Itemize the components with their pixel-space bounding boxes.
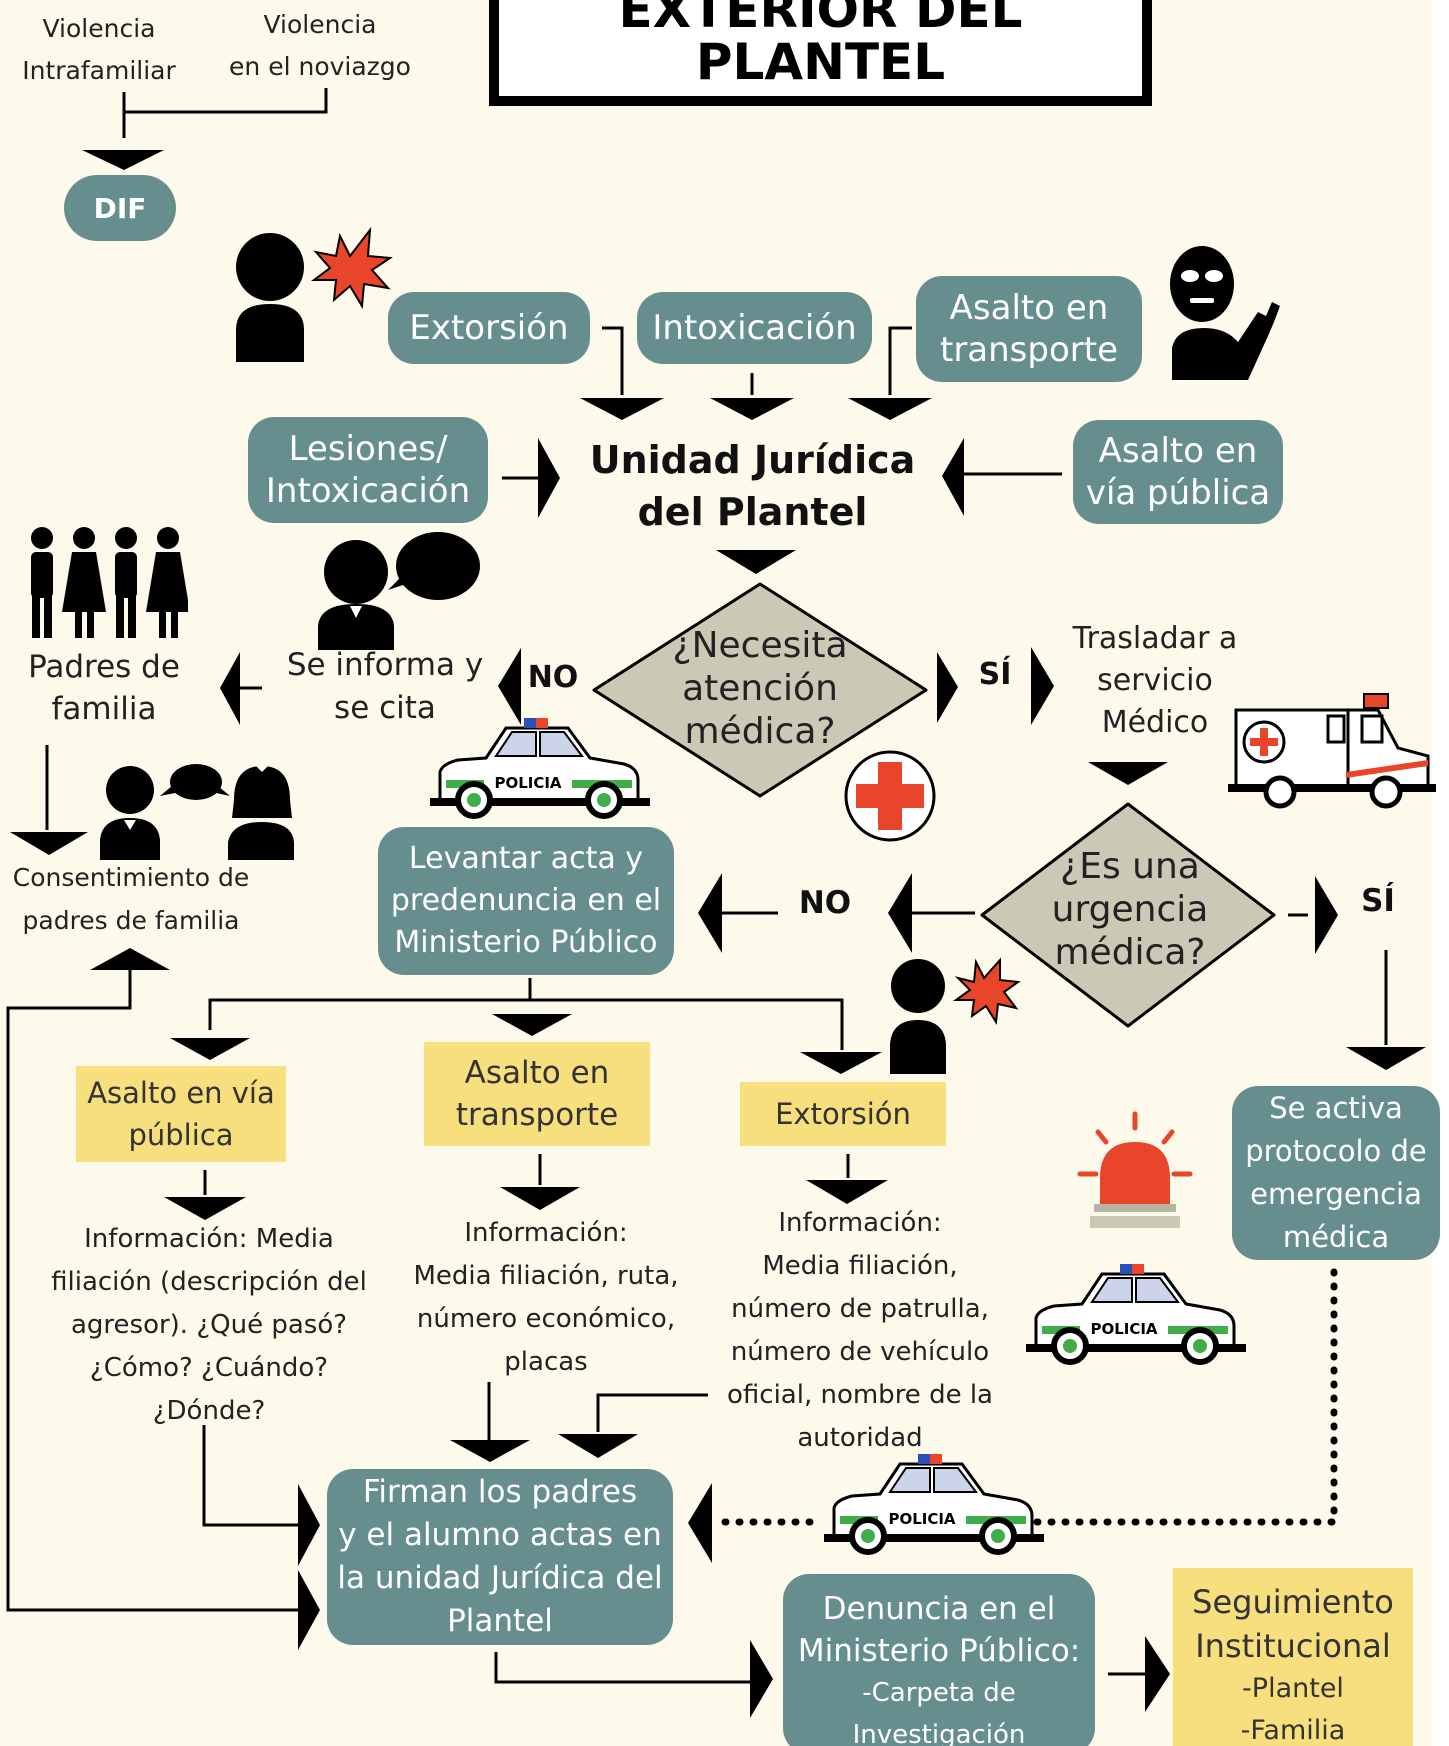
case-asalto-transporte-box: Asalto en transporte	[424, 1042, 650, 1146]
info-extorsion: Información: Media filiación, número de …	[726, 1208, 993, 1453]
speaking-person-icon	[318, 532, 480, 650]
police-label: POLICIA	[494, 774, 561, 792]
dif-box: DIF	[64, 175, 176, 241]
consentimiento-label: Consentimiento de padres de familia	[12, 863, 250, 935]
case-asalto-via-box: Asalto en vía pública	[76, 1066, 286, 1162]
siren-icon	[1077, 1111, 1193, 1228]
case-extorsion-box: Extorsión	[740, 1082, 946, 1146]
police-label: POLICIA	[1090, 1320, 1157, 1338]
robber-icon	[1170, 246, 1280, 380]
red-cross-icon	[844, 750, 936, 842]
unidad-juridica-label: Unidad Jurídica del Plantel	[589, 438, 916, 534]
se-informa-label: Se informa y se cita	[286, 647, 484, 726]
decision-diamond-1	[592, 582, 928, 798]
violencia-noviazgo-label: Violencia en el noviazgo	[229, 10, 411, 81]
seguimiento-items: -Plantel -Familia	[1240, 1673, 1346, 1746]
ambulance-icon	[1228, 693, 1436, 809]
seguimiento-box: Seguimiento Institucional -Plantel -Fami…	[1173, 1568, 1413, 1746]
person-alert-icon	[236, 226, 393, 362]
denuncia-title: Denuncia en el Ministerio Público:	[797, 1591, 1081, 1669]
decision-diamond-2	[980, 802, 1276, 1028]
denuncia-box: Denuncia en el Ministerio Público: -Carp…	[783, 1574, 1095, 1746]
family-icon	[31, 527, 188, 638]
levantar-acta-box: Levantar acta y predenuncia en el Minist…	[378, 827, 674, 975]
decision-1-question: ¿Necesita atención médica?	[672, 625, 848, 752]
police-car-2-icon: POLICIA	[1026, 1264, 1246, 1365]
decision-1-no: NO	[527, 660, 579, 695]
person-alert-2-icon	[890, 957, 1021, 1074]
violencia-intrafamiliar-label: Violencia Intrafamiliar	[22, 14, 176, 85]
police-car-icon: POLICIA	[430, 718, 650, 819]
info-asalto-via: Información: Media filiación (descripció…	[51, 1224, 367, 1426]
page-title: VIOLENCIA AL EXTERIOR DEL PLANTEL	[618, 0, 1023, 91]
firman-box: Firman los padres y el alumno actas en l…	[327, 1469, 673, 1645]
protocolo-emergencia-box: Se activa protocolo de emergencia médica	[1232, 1086, 1440, 1260]
decision-2-si: SÍ	[1361, 883, 1395, 919]
decision-2-no: NO	[798, 885, 852, 921]
decision-1-si: SÍ	[978, 657, 1012, 692]
info-asalto-transporte: Información: Media filiación, ruta, núme…	[413, 1218, 679, 1377]
seguimiento-title: Seguimiento Institucional	[1192, 1583, 1394, 1665]
decision-2-question: ¿Es una urgencia médica?	[1051, 846, 1209, 973]
extorsion-box: Extorsión	[388, 292, 590, 364]
padres-familia-label: Padres de familia	[28, 649, 180, 727]
trasladar-label: Trasladar a servicio Médico	[1072, 621, 1238, 740]
police-car-3-icon: POLICIA	[824, 1454, 1044, 1555]
title-box: VIOLENCIA AL EXTERIOR DEL PLANTEL	[489, 0, 1152, 106]
asalto-transporte-box: Asalto en transporte	[916, 276, 1142, 382]
carpeta-text: -Carpeta de Investigación	[852, 1678, 1026, 1746]
conversation-icon	[100, 764, 294, 860]
lesiones-box: Lesiones/ Intoxicación	[248, 417, 488, 523]
police-label: POLICIA	[888, 1510, 955, 1528]
intoxicacion-box: Intoxicación	[637, 292, 872, 364]
asalto-via-publica-box: Asalto en vía pública	[1073, 420, 1283, 524]
